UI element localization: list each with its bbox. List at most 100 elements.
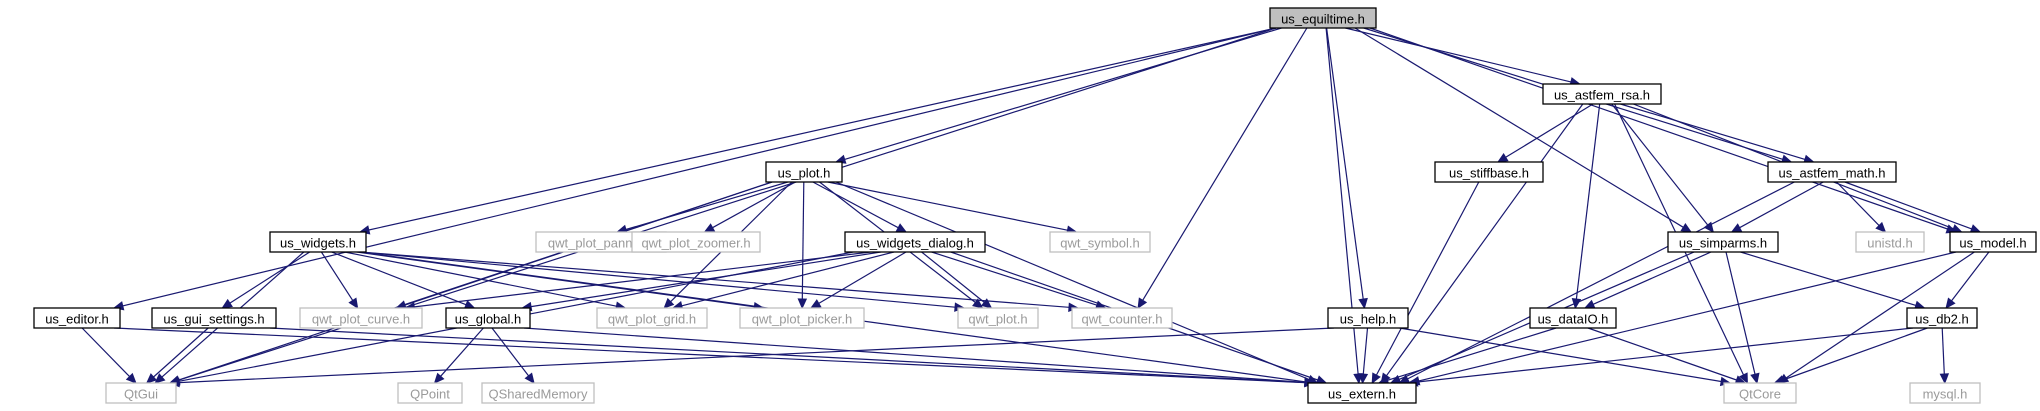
arrowhead-us_stiffbase-to-us_extern: [1371, 372, 1381, 385]
edge-us_global-to-us_extern: [523, 327, 1306, 383]
edge-us_astfem_rsa-to-us_stiffbase: [1505, 103, 1594, 158]
node-box: [1723, 382, 1797, 404]
edge-us_astfem_rsa-to-us_simparms: [1611, 103, 1709, 226]
node-label: us_editor.h: [45, 312, 109, 327]
node-us-widgets-dialog[interactable]: us_widgets_dialog.h: [844, 231, 986, 253]
node-us-global[interactable]: us_global.h: [445, 307, 531, 329]
node-us-dataio[interactable]: us_dataIO.h: [1529, 307, 1617, 329]
edge-us_equiltime-to-us_editor: [122, 27, 1277, 307]
edge-us_help-to-qtgui: [178, 327, 1335, 384]
arrowhead-us_plot-to-qwt_plot: [972, 298, 984, 309]
arrowhead-us_simparms-to-qtcore: [1750, 372, 1760, 385]
node-us-astfem-rsa[interactable]: us_astfem_rsa.h: [1542, 83, 1662, 105]
node-us-gui-settings[interactable]: us_gui_settings.h: [151, 307, 277, 329]
edge-us_db2-to-qtcore: [1782, 327, 1928, 381]
arrowhead-us_plot-to-qwt_plot_zoomer: [703, 223, 716, 233]
edge-us_equiltime-to-qwt_counter: [1142, 27, 1308, 301]
node-box: [1767, 161, 1897, 183]
node-qwt-counter: qwt_counter.h: [1071, 307, 1173, 329]
arrowhead-us_widgets-to-us_global: [463, 300, 476, 309]
arrowhead-us_db2-to-mysql: [1939, 373, 1950, 385]
arrowhead-us_astfem_rsa-to-us_stiffbase: [1496, 152, 1509, 163]
node-label: qwt_plot_grid.h: [608, 312, 696, 327]
arrowhead-us_plot-to-us_widgets_dialog: [895, 223, 908, 233]
edge-us_help-to-us_extern: [1362, 327, 1369, 375]
edge-us_global-to-qpoint: [440, 327, 484, 377]
arrowhead-us_global-to-qpoint: [433, 372, 445, 384]
edge-us_db2-to-us_extern: [1417, 327, 1914, 383]
node-box: [1307, 382, 1417, 404]
edge-us_widgets-to-us_gui_settings: [229, 251, 311, 304]
node-box: [299, 307, 423, 329]
edge-us_astfem_math-to-unistd: [1836, 181, 1880, 227]
node-box: [1949, 231, 2037, 253]
node-box: [33, 307, 121, 329]
edge-us_widgets_dialog-to-qwt_counter: [931, 251, 1098, 306]
node-us-plot[interactable]: us_plot.h: [765, 161, 843, 183]
arrowhead-us_widgets-to-qtgui: [154, 373, 166, 384]
node-us-help[interactable]: us_help.h: [1327, 307, 1409, 329]
arrowhead-us_model-to-us_db2: [1945, 297, 1956, 309]
node-label: QPoint: [410, 387, 450, 402]
edge-us_gui_settings-to-us_extern: [269, 327, 1306, 384]
arrowhead-us_astfem_rsa-to-qtcore: [1738, 372, 1748, 385]
node-us-stiffbase[interactable]: us_stiffbase.h: [1434, 161, 1544, 183]
arrowhead-us_equiltime-to-qwt_counter: [1137, 297, 1148, 310]
edge-us_widgets-to-qwt_plot_grid: [344, 251, 617, 307]
arrowhead-us_widgets-to-qwt_plot_curve: [348, 297, 359, 310]
node-box: [1909, 382, 1981, 404]
node-box: [1906, 307, 1978, 329]
node-box: [397, 382, 463, 404]
node-box: [596, 307, 708, 329]
edge-us_widgets_dialog-to-qwt_plot_grid: [681, 251, 895, 307]
node-us-equiltime[interactable]: us_equiltime.h: [1269, 7, 1377, 29]
edge-us_simparms-to-qtcore: [1725, 251, 1756, 375]
node-us-widgets[interactable]: us_widgets.h: [269, 231, 367, 253]
arrowhead-us_plot-to-qwt_plot_grid: [663, 297, 675, 309]
node-us-editor[interactable]: us_editor.h: [33, 307, 121, 329]
node-box: [1434, 161, 1544, 183]
node-label: us_db2.h: [1915, 312, 1969, 327]
node-label: us_stiffbase.h: [1449, 166, 1529, 181]
arrowhead-us_plot-to-qwt_plot_picker: [797, 298, 808, 310]
edge-us_astfem_math-to-us_simparms: [1739, 181, 1824, 229]
arrowhead-us_widgets_dialog-to-qwt_plot: [980, 298, 993, 309]
edge-us_editor-to-us_extern: [113, 327, 1306, 384]
node-label: mysql.h: [1923, 387, 1968, 402]
arrowhead-us_astfem_math-to-us_simparms: [1730, 223, 1743, 233]
node-qwt-plot-grid: qwt_plot_grid.h: [596, 307, 708, 329]
node-us-extern[interactable]: us_extern.h: [1307, 382, 1417, 404]
edge-us_equiltime-to-us_widgets: [368, 27, 1277, 231]
node-label: us_widgets.h: [280, 236, 356, 251]
node-unistd: unistd.h: [1855, 231, 1925, 253]
node-box: [739, 307, 865, 329]
edge-us_help-to-qtcore: [1399, 327, 1722, 383]
arrowhead-us_gui_settings-to-qtgui: [145, 373, 158, 384]
node-us-astfem-math[interactable]: us_astfem_math.h: [1767, 161, 1897, 183]
node-label: qwt_plot.h: [968, 312, 1027, 327]
node-label: us_global.h: [455, 312, 522, 327]
edge-us_model-to-qtcore: [1785, 251, 1975, 379]
node-box: [765, 161, 843, 183]
node-us-db2[interactable]: us_db2.h: [1906, 307, 1978, 329]
node-label: qwt_plot_picker.h: [752, 312, 852, 327]
dependency-edges: [81, 27, 1990, 388]
node-box: [445, 307, 531, 329]
node-qsharedmemory: QSharedMemory: [481, 382, 595, 404]
edge-us_model-to-us_extern: [1418, 251, 1957, 382]
edge-us_widgets-to-qwt_plot: [359, 251, 956, 308]
edge-us_gui_settings-to-qtgui: [153, 327, 209, 378]
edge-us_widgets_dialog-to-qwt_plot_picker: [818, 251, 907, 304]
edge-us_widgets-to-qwt_counter: [359, 251, 1070, 308]
node-label: us_equiltime.h: [1281, 12, 1365, 27]
node-us-model[interactable]: us_model.h: [1949, 231, 2037, 253]
edge-us_simparms-to-us_dataio: [1592, 251, 1712, 305]
node-us-simparms[interactable]: us_simparms.h: [1667, 231, 1779, 253]
node-label: us_widgets_dialog.h: [856, 236, 974, 251]
node-qwt-plot-picker: qwt_plot_picker.h: [739, 307, 865, 329]
edge-us_dataio-to-us_extern: [1387, 327, 1557, 381]
node-box: [1049, 231, 1151, 253]
node-box: [1542, 83, 1662, 105]
node-label: us_extern.h: [1328, 387, 1396, 402]
